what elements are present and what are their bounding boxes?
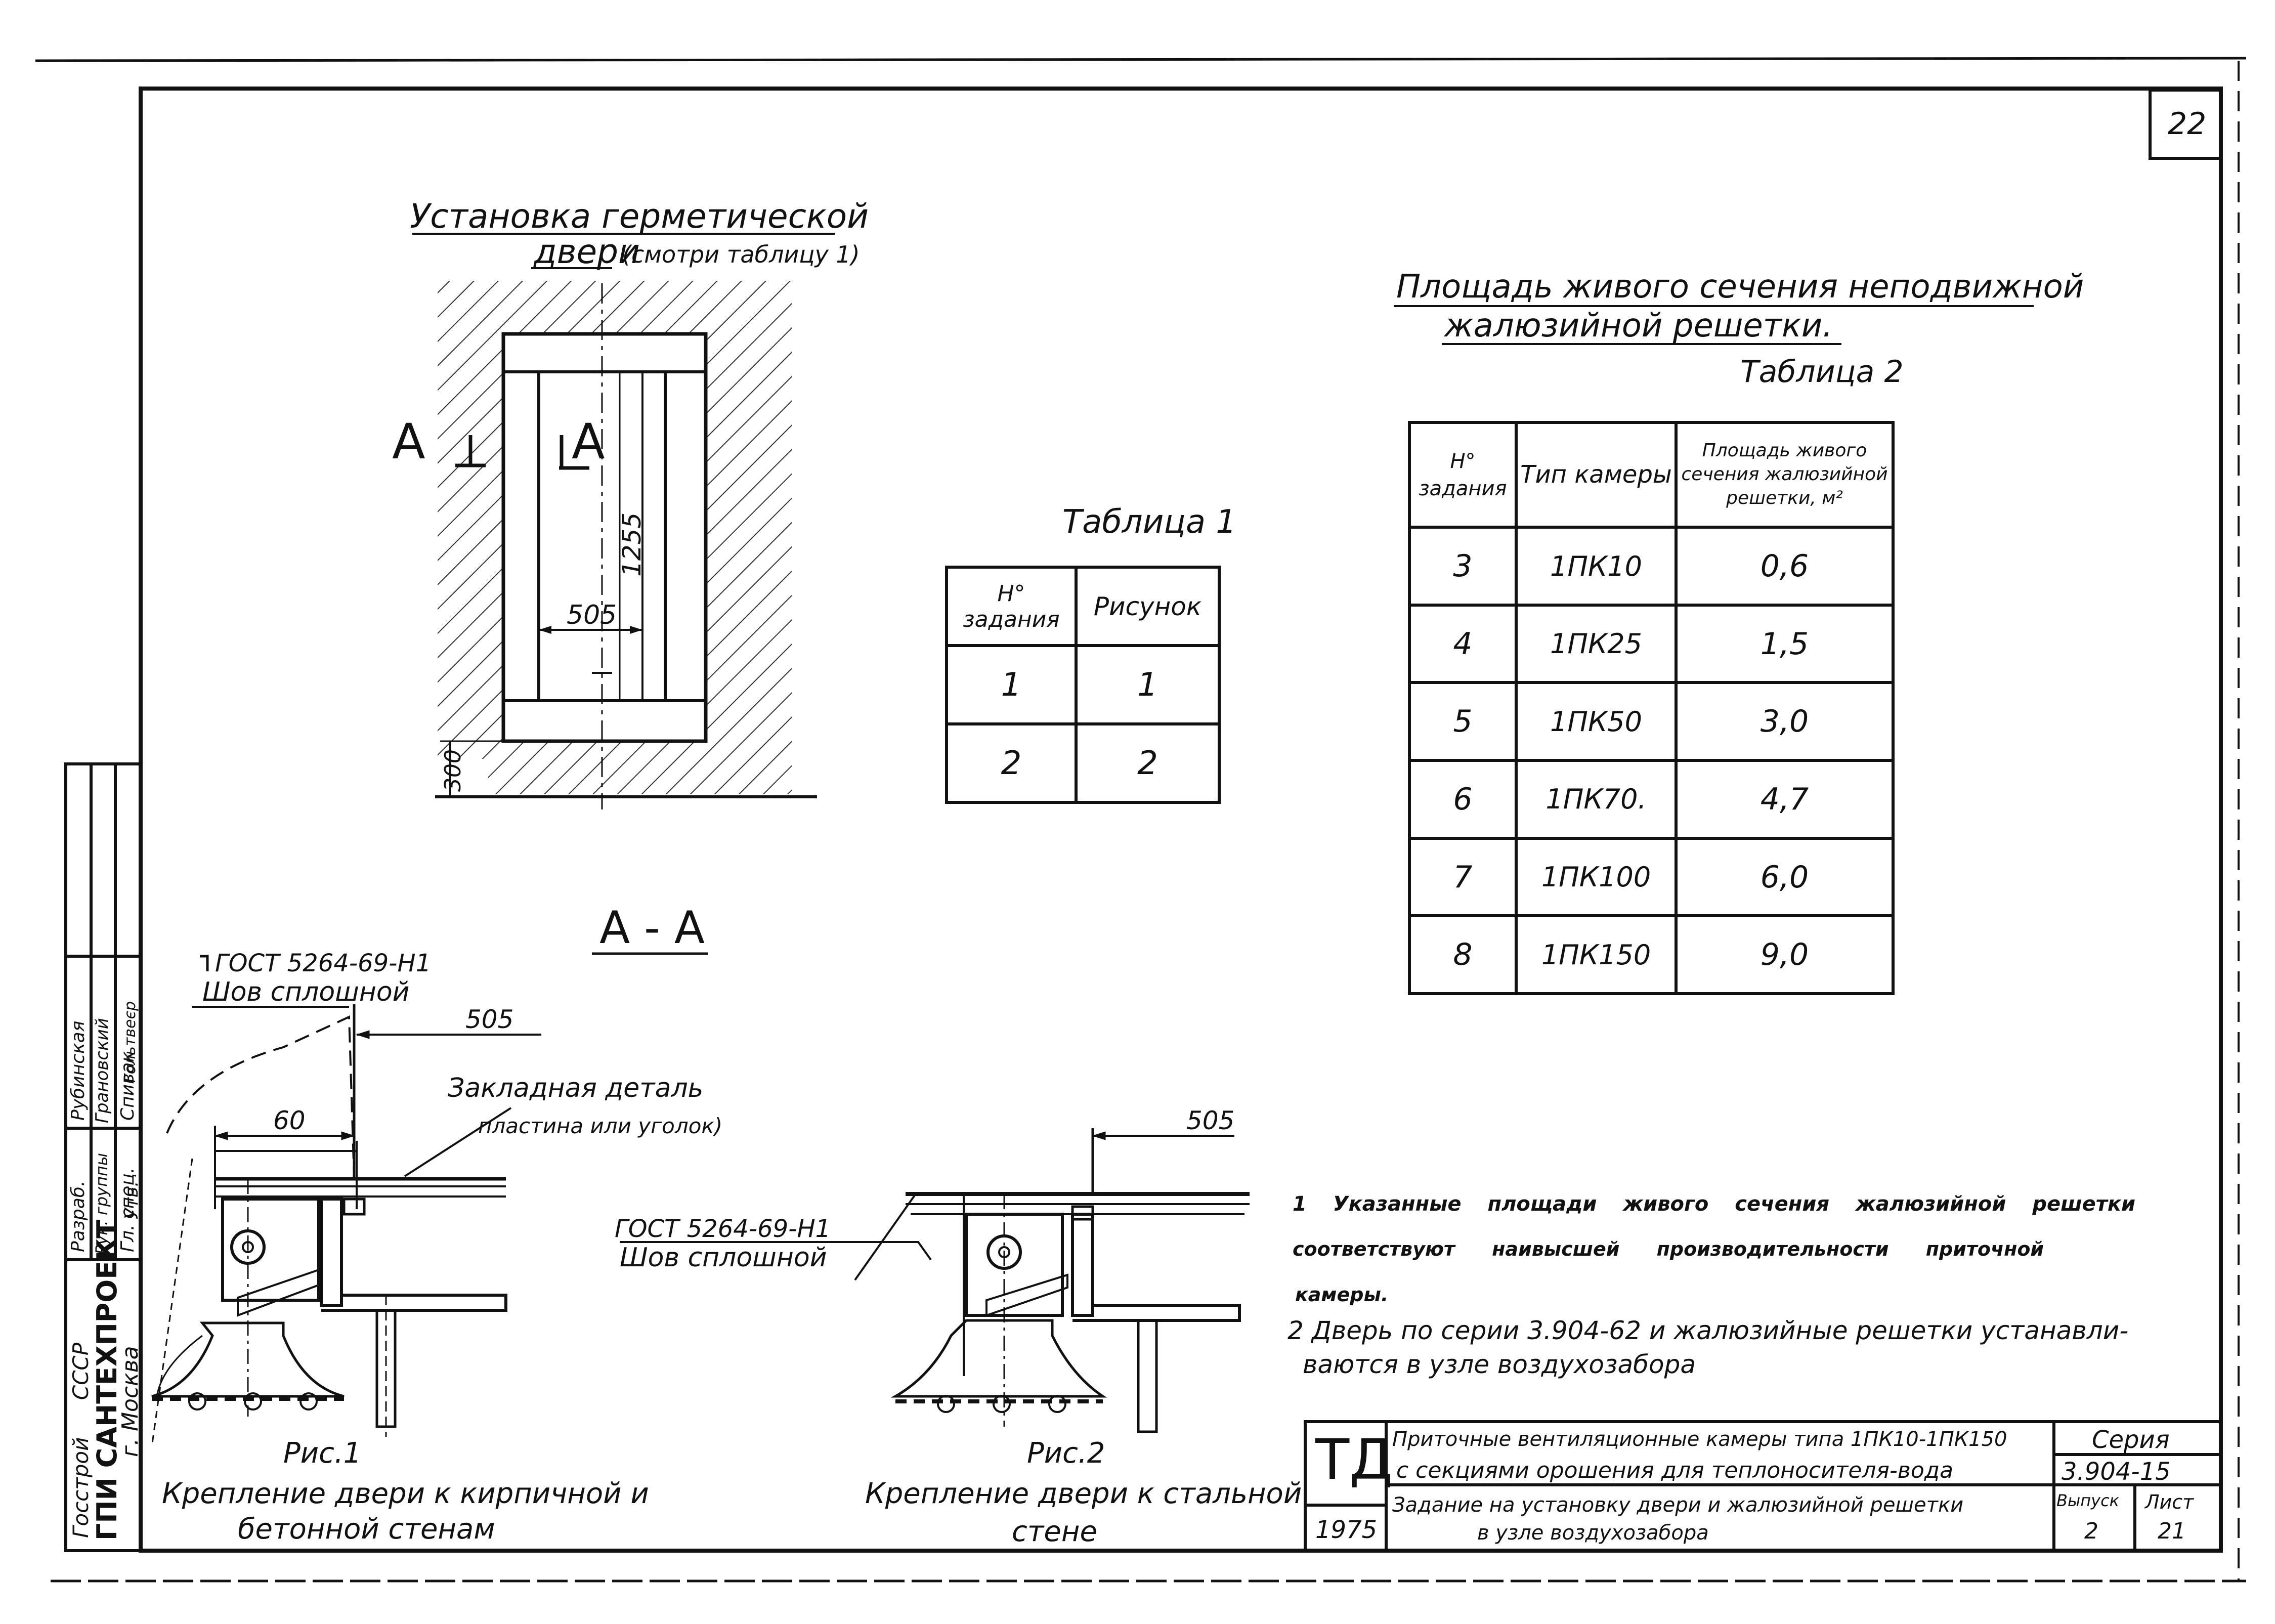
table2-title-line1: Площадь живого сечения неподвижной — [1396, 268, 2084, 306]
fig1-caption-line1: Крепление двери к кирпичной и — [162, 1477, 649, 1510]
fig1-caption-line2: бетонной стенам — [238, 1513, 495, 1546]
table2-cell: 1ПК150 — [1515, 914, 1678, 995]
dim-base-300: 300 — [440, 749, 466, 792]
table2-cell: 0,6 — [1675, 526, 1895, 607]
table2-cell: 1ПК70. — [1515, 759, 1678, 840]
sheet-number-box — [2149, 89, 2222, 160]
title-block-grid — [1304, 1420, 2222, 1552]
title-block-subtitle-line1: Задание на установку двери и жалюзийной … — [1392, 1493, 1964, 1517]
issue-label: Выпуск — [2056, 1491, 2119, 1510]
table2-cell: 5 — [1408, 681, 1518, 762]
side-stamp-grid — [64, 762, 142, 1552]
table2-caption: Таблица 2 — [1740, 354, 1904, 390]
table1-header-task: Н° задания — [945, 566, 1078, 647]
table2-cell: 7 — [1408, 836, 1518, 918]
section-aa-title: А - А — [599, 902, 705, 954]
outer-trim-top — [35, 57, 2247, 62]
fig2-label: Рис.2 — [1027, 1437, 1105, 1470]
stamp-role: Рук. группы — [92, 1152, 111, 1255]
title-block-title-line1: Приточные вентиляционные камеры типа 1ПК… — [1392, 1428, 2007, 1451]
sheet-number: 22 — [2168, 106, 2207, 142]
door-title-line2: двери — [534, 232, 640, 271]
sheet-value: 21 — [2158, 1518, 2186, 1544]
note1-line2: соответствуют наивысшей производительнос… — [1293, 1238, 2044, 1260]
table2-cell: 1ПК50 — [1515, 681, 1678, 762]
series-label: Серия — [2092, 1426, 2170, 1454]
sheet-label: Лист — [2145, 1491, 2194, 1513]
table2-header-area: Площадь живого сечения жалюзийной решетк… — [1675, 420, 1895, 529]
fig2-caption-line1: Крепление двери к стальной — [865, 1477, 1302, 1510]
table2-header-type: Тип камеры — [1515, 420, 1678, 529]
table2-cell: 4,7 — [1675, 759, 1895, 840]
series-value: 3.904-15 — [2062, 1458, 2171, 1486]
embedded-part-note: пластина или уголок) — [478, 1114, 723, 1138]
note1-line1: 1 Указанные площади живого сечения жалюз… — [1293, 1192, 2136, 1216]
dim-505-right: 505 — [1186, 1106, 1235, 1135]
table1-cell: 2 — [945, 722, 1078, 804]
table1-cell: 1 — [945, 644, 1078, 725]
table2: Н° задания Тип камеры Площадь живого сеч… — [1408, 420, 1895, 995]
note2-line2: ваются в узле воздухозабора — [1303, 1350, 1696, 1379]
dim-height-1255: 1255 — [617, 512, 647, 577]
table2-cell: 6 — [1408, 759, 1518, 840]
fig2-detail — [620, 1128, 1250, 1433]
note2-line1: 2 Дверь по серии 3.904-62 и жалюзийные р… — [1287, 1316, 2129, 1345]
stamp-name: Рубинская — [68, 1020, 89, 1121]
table1-cell: 1 — [1075, 644, 1221, 725]
title-block-title-line2: с секциями орошения для теплоносителя-во… — [1396, 1458, 1954, 1483]
table2-cell: 6,0 — [1675, 836, 1895, 918]
seam-label-1: Шов сплошной — [202, 977, 410, 1007]
dim-width-505: 505 — [567, 600, 617, 630]
fig2-caption-line2: стене — [1012, 1515, 1097, 1548]
table2-cell: 1ПК10 — [1515, 526, 1678, 607]
title-block-td: ТД — [1315, 1427, 1393, 1492]
title-block-subtitle-line2: в узле воздухозабора — [1477, 1521, 1709, 1545]
fig1-detail — [151, 955, 541, 1447]
door-title-note: (смотри таблицу 1) — [622, 241, 860, 268]
note1-line3: камеры. — [1295, 1284, 1389, 1306]
dim-505-left: 505 — [465, 1005, 514, 1034]
title-block-year: 1975 — [1315, 1516, 1378, 1544]
table1-caption: Таблица 1 — [1062, 503, 1237, 541]
table2-cell: 3 — [1408, 526, 1518, 607]
stamp-org1: Госстрой СССР — [68, 1342, 93, 1538]
table2-title-line2: жалюзийной решетки. — [1444, 307, 1833, 345]
stamp-city: г. Москва — [117, 1346, 143, 1457]
section-mark-left: А — [392, 413, 425, 470]
dim-60: 60 — [273, 1106, 306, 1135]
table1-header-figure: Рисунок — [1075, 566, 1221, 647]
door-elevation — [435, 281, 817, 809]
stamp-name: Гольтвеєр — [121, 1001, 139, 1083]
table2-cell: 4 — [1408, 603, 1518, 685]
table2-cell: 3,0 — [1675, 681, 1895, 762]
fig1-label: Рис.1 — [283, 1437, 362, 1470]
issue-value: 2 — [2084, 1518, 2098, 1544]
table2-cell: 1ПК100 — [1515, 836, 1678, 918]
door-title-line1: Установка герметической — [410, 197, 869, 236]
seam-label-2: Шов сплошной — [620, 1243, 827, 1273]
stamp-name: Грановский — [92, 1018, 112, 1123]
table2-cell: 8 — [1408, 914, 1518, 995]
table2-cell: 1ПК25 — [1515, 603, 1678, 685]
table1: Н° задания Рисунок 1 1 2 2 — [945, 566, 1221, 804]
section-mark-right: А — [572, 413, 605, 470]
gost-label-1: ГОСТ 5264-69-Н1 — [215, 949, 432, 977]
table1-cell: 2 — [1075, 722, 1221, 804]
stamp-role: Утв. — [121, 1181, 142, 1219]
table2-cell: 9,0 — [1675, 914, 1895, 995]
table2-header-task: Н° задания — [1408, 420, 1518, 529]
table2-cell: 1,5 — [1675, 603, 1895, 685]
gost-label-2: ГОСТ 5264-69-Н1 — [615, 1215, 831, 1243]
stamp-role: Разраб. — [68, 1180, 89, 1252]
embedded-part-label: Закладная деталь — [448, 1073, 704, 1103]
